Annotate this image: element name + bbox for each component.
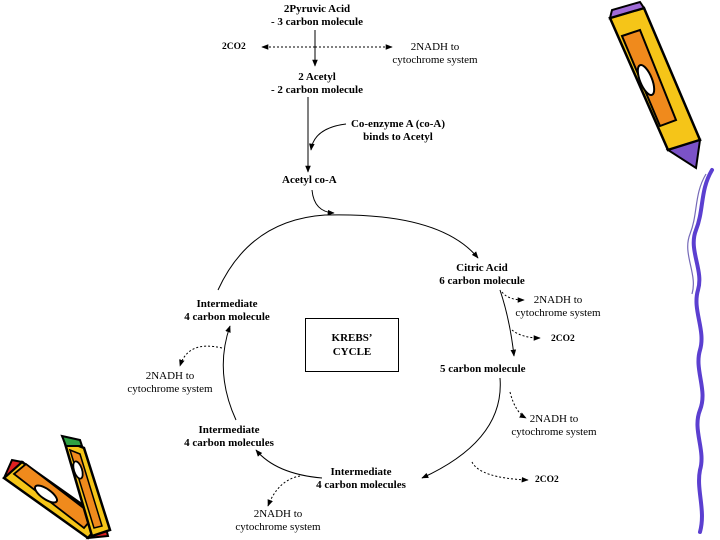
arrow-left-nadh: [179, 345, 223, 367]
arrow-bottom-nadh: [267, 475, 301, 507]
arrow-acetylcoa-into-cycle: [311, 189, 335, 216]
arrow-citric-co2: [511, 329, 541, 341]
arrow-bottom-co2: [471, 461, 529, 483]
co2-citric-label: 2CO2: [551, 334, 575, 344]
intermediate-left-label: Intermediate 4 carbon molecules: [184, 424, 274, 449]
cycle-arc-bottom: [255, 449, 323, 479]
wavy-border-icon: [691, 168, 714, 534]
five-carbon-label: 5 carbon molecule: [440, 363, 526, 375]
intermediate-bottom-label: Intermediate 4 carbon molecules: [316, 466, 406, 491]
krebs-subtitle: CYCLE: [332, 346, 372, 358]
intermediate-top-left-label: Intermediate 4 carbon molecule: [184, 298, 270, 323]
nadh-bottom-label: 2NADH to cytochrome system: [235, 508, 321, 533]
co2-bottom-label: 2CO2: [535, 475, 559, 485]
arrow-five-carbon-nadh: [509, 391, 527, 419]
arrow-citric-nadh: [501, 291, 525, 303]
cycle-arc-left: [222, 325, 237, 421]
pyruvic-acid-label: 2Pyruvic Acid - 3 carbon molecule: [271, 3, 363, 28]
acetyl-label: 2 Acetyl - 2 carbon molecule: [271, 71, 363, 96]
co2-top-label: 2CO2: [222, 42, 246, 52]
coenzyme-label: Co-enzyme A (co-A) binds to Acetyl: [350, 118, 446, 143]
acetyl-coa-label: Acetyl co-A: [282, 174, 337, 186]
krebs-cycle-box: KREBS’ CYCLE: [305, 318, 399, 372]
cycle-arc-right-lower: [421, 377, 501, 479]
crossed-pencils-clipart-icon: [1, 434, 112, 540]
citric-acid-label: Citric Acid 6 carbon molecule: [439, 262, 525, 287]
nadh-top-label: 2NADH to cytochrome system: [392, 41, 478, 66]
arrow-coenzyme-join: [309, 123, 347, 151]
pencil-clipart-icon: [608, 0, 702, 170]
cycle-arc-right-upper: [499, 289, 517, 357]
nadh-left-label: 2NADH to cytochrome system: [127, 370, 213, 395]
krebs-title: KREBS’: [331, 332, 373, 344]
cycle-arc-top: [217, 214, 479, 291]
nadh-citric-label: 2NADH to cytochrome system: [515, 294, 601, 319]
nadh-five-carbon-label: 2NADH to cytochrome system: [511, 413, 597, 438]
